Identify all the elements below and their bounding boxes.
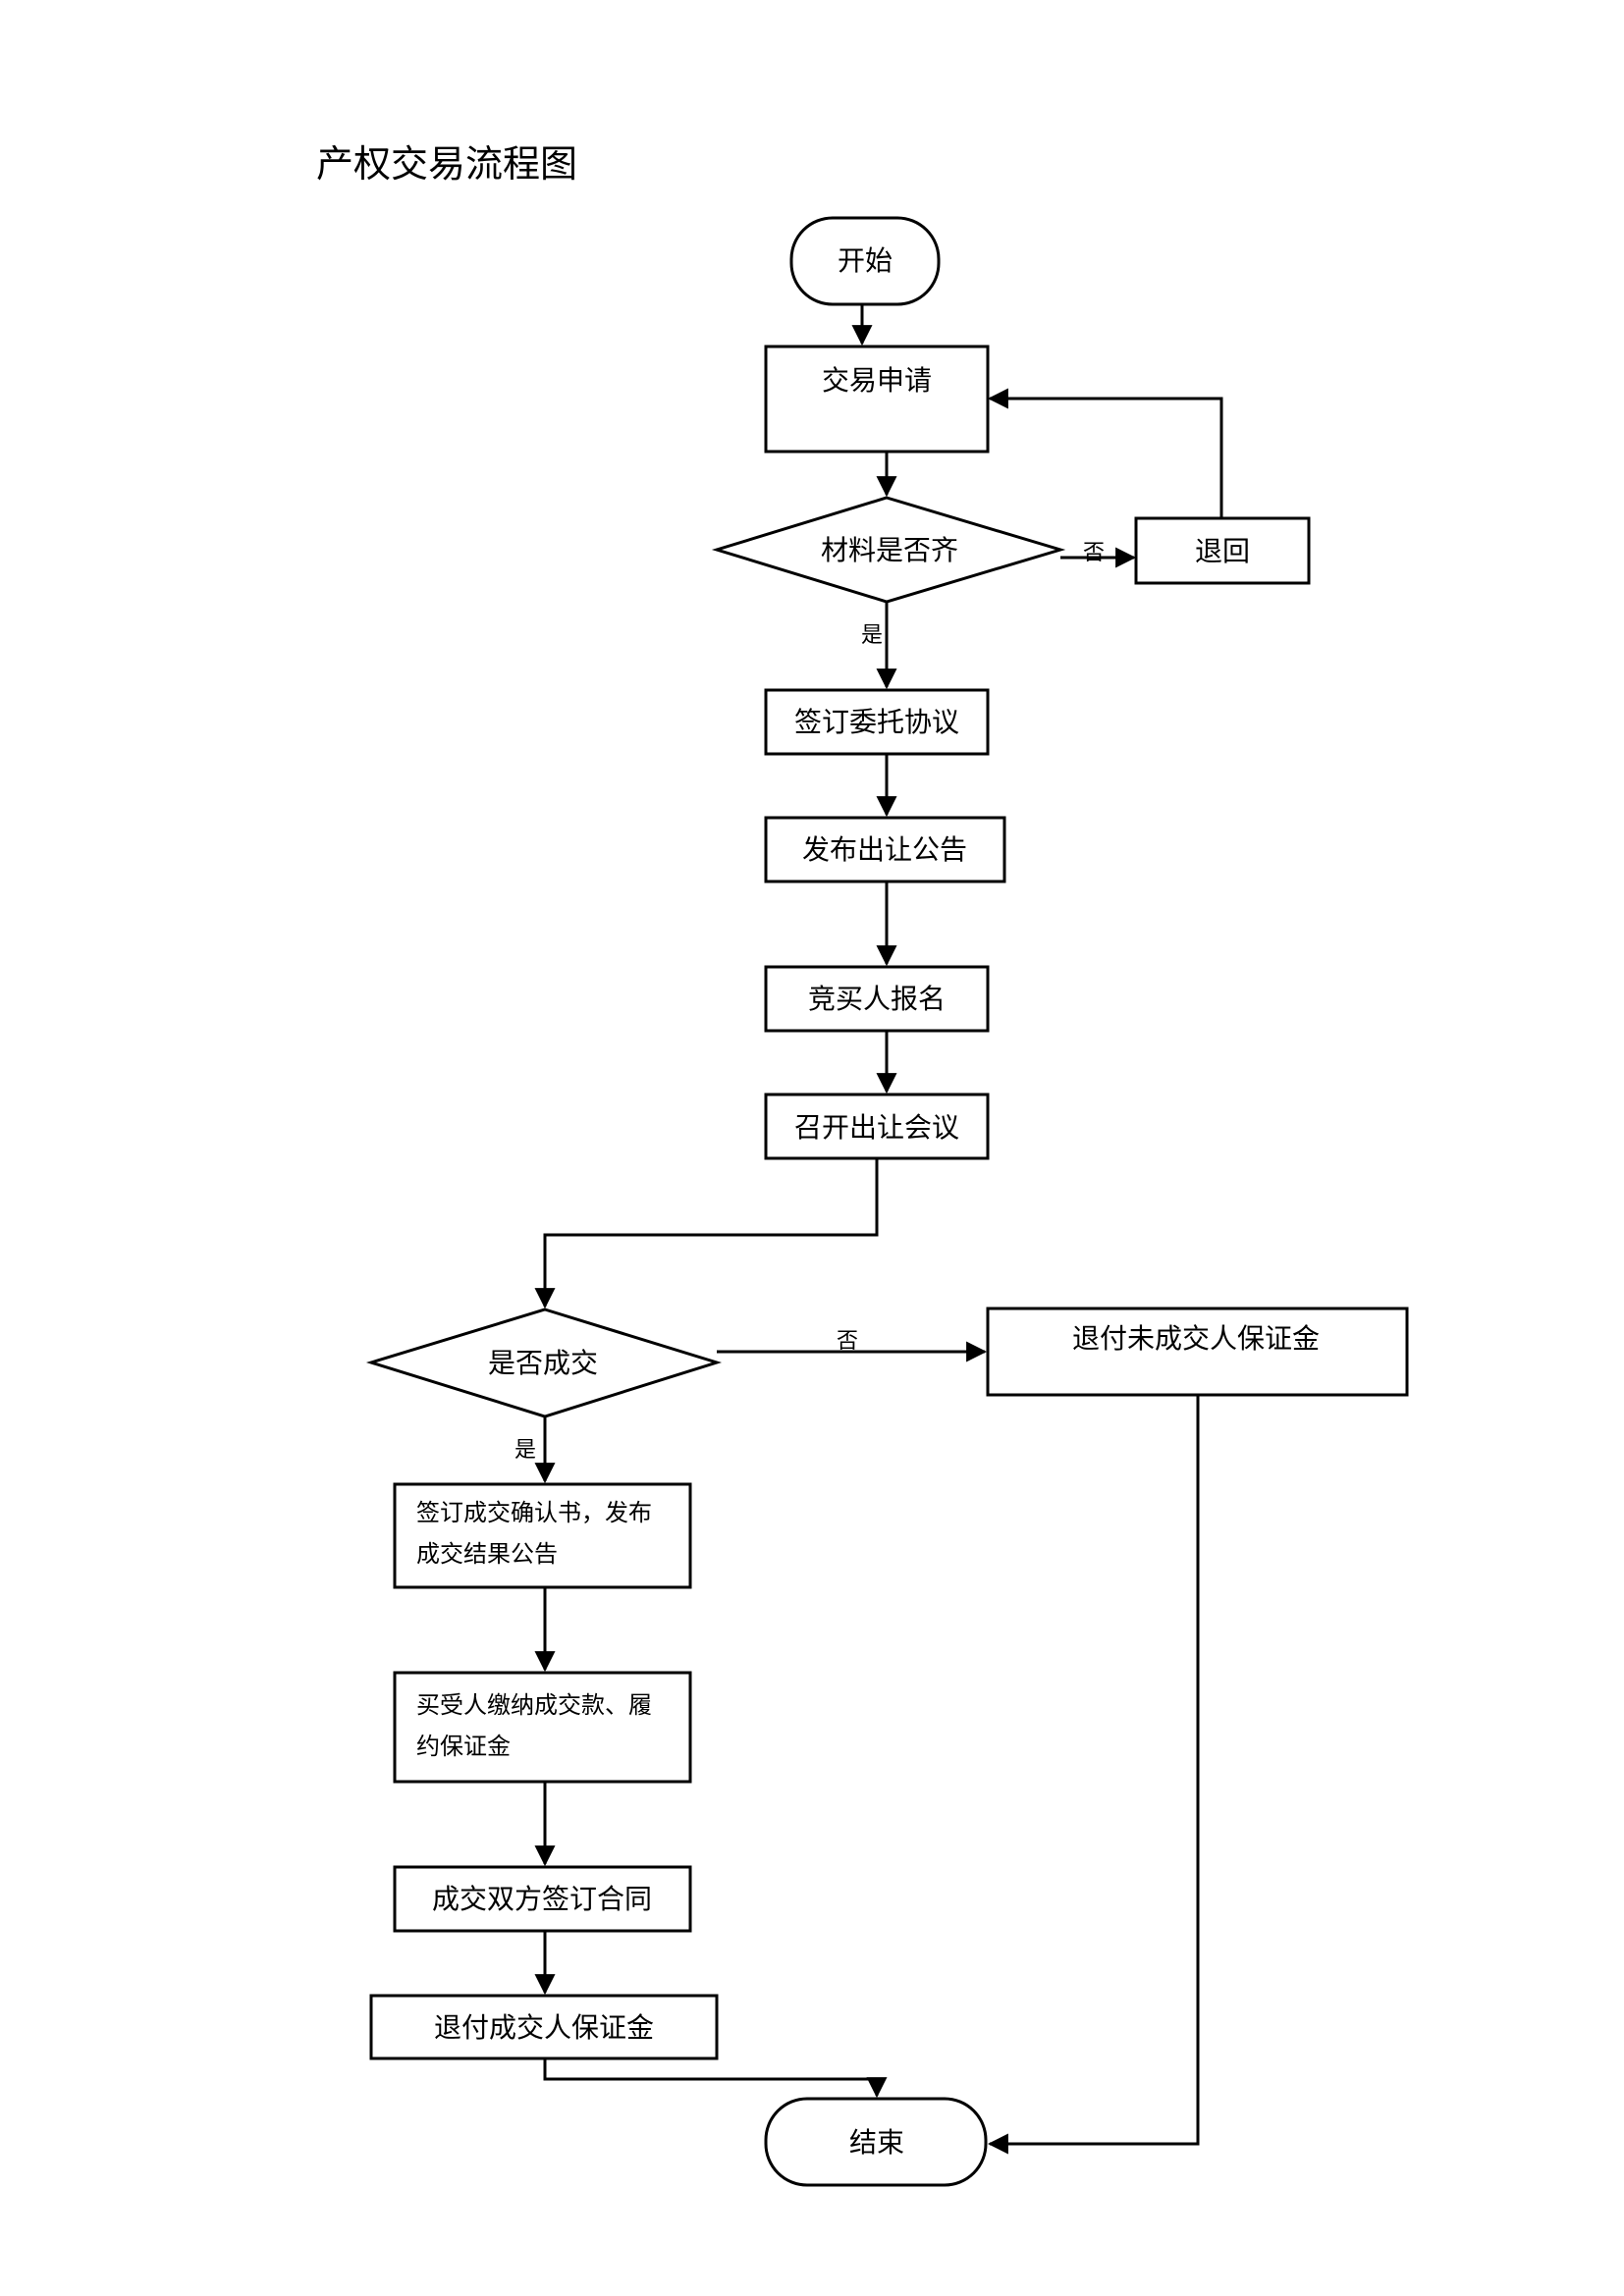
edge-label-deal-no: 否 [837,1329,858,1354]
check-materials-label: 材料是否齐 [821,534,958,566]
edge-label-deal-yes: 是 [514,1438,536,1463]
start-label: 开始 [838,244,893,277]
buyer-register-node [764,965,990,1033]
payment-label-line1: 买受人缴纳成交款、履 [416,1691,652,1719]
sign-entrust-label: 签订委托协议 [794,706,959,738]
edge-refund-successful-to-end [543,2058,888,2099]
refund-successful-node [369,1994,719,2060]
edge-meeting-to-deal [534,1158,879,1309]
confirm-label-line2: 成交结果公告 [416,1540,558,1568]
transfer-meeting-label: 召开出让会议 [794,1111,959,1144]
deal-made-label: 是否成交 [488,1347,598,1379]
edge-return-to-apply [987,388,1223,518]
refund-unsuccessful-label: 退付未成交人保证金 [1072,1322,1320,1355]
buyer-register-label: 竞买人报名 [808,983,946,1015]
return-label: 退回 [1195,535,1250,567]
sign-entrust-node [764,688,990,756]
return-node [1134,516,1311,585]
page-title: 产权交易流程图 [316,142,577,186]
sign-contract-node [393,1865,692,1933]
payment-label-line2: 约保证金 [416,1733,511,1760]
confirm-node [393,1482,692,1589]
apply-label: 交易申请 [822,364,932,397]
start-node [789,216,941,306]
apply-node [764,345,990,454]
confirm-label-line1: 签订成交确认书，发布 [416,1499,652,1526]
end-label: 结束 [849,2126,904,2159]
publish-notice-label: 发布出让公告 [802,833,967,866]
payment-node [393,1671,692,1784]
check-materials-node [711,496,1066,604]
edge-label-materials-no: 否 [1083,541,1105,565]
refund-unsuccessful-node [986,1307,1409,1397]
refund-successful-label: 退付成交人保证金 [434,2011,654,2044]
transfer-meeting-node [764,1093,990,1160]
deal-made-node [365,1308,723,1418]
edges [534,304,1223,2155]
sign-contract-label: 成交双方签订合同 [432,1883,652,1915]
publish-notice-node [764,816,1006,883]
end-node [764,2097,988,2187]
edge-refund-unsuccessful-to-end [987,1395,1200,2155]
edge-label-materials-yes: 是 [861,623,883,648]
